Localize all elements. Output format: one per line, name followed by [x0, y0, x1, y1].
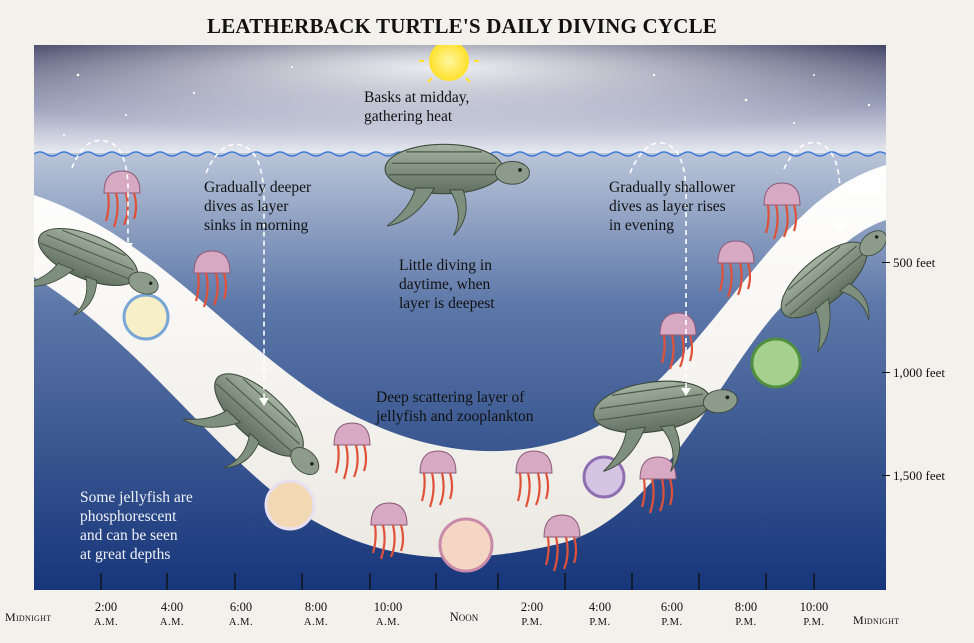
label-morning: Gradually deeper dives as layer sinks in…: [204, 179, 312, 234]
page-title: LEATHERBACK TURTLE'S DAILY DIVING CYCLE: [206, 14, 718, 38]
diving-cycle-scene: [34, 45, 886, 590]
label-daytime: Little diving in daytime, when layer is …: [399, 257, 495, 312]
dive-arrow-icon: [71, 139, 841, 400]
time-axis-ticks: [100, 573, 815, 590]
label-evening: Gradually shallower dives as layer rises…: [609, 179, 736, 234]
depth-1000: 1,000 feet: [893, 365, 945, 380]
depth-1500: 1,500 feet: [893, 468, 945, 483]
sun-icon: [419, 45, 479, 83]
tick-noon: Noon: [449, 610, 479, 624]
arrowheads: [123, 223, 845, 406]
label-midday: Basks at midday, gathering heat: [364, 89, 470, 125]
label-scattering-layer: Deep scattering layer of jellyfish and z…: [376, 389, 534, 425]
star-icon: [63, 66, 871, 136]
time-start: Midnight: [5, 610, 52, 624]
label-phosphorescent: Some jellyfish are phosphorescent and ca…: [80, 489, 193, 563]
depth-500: 500 feet: [893, 255, 936, 270]
time-end: Midnight: [853, 613, 900, 627]
phosphorescent-jellyfish-icon: [122, 293, 802, 573]
